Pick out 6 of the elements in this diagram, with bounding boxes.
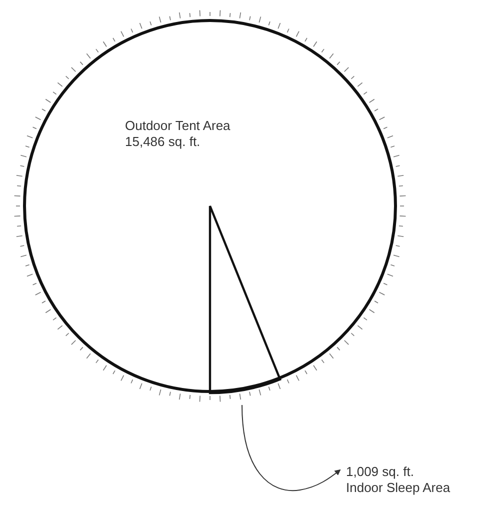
area-value: 1,009 sq. ft. [346,464,414,480]
area-value: 15,486 sq. ft. [125,134,200,150]
wedge-segment [208,204,282,394]
leader-line [242,404,341,492]
area-name: Outdoor Tent Area [125,118,230,134]
area-name: Indoor Sleep Area [346,480,450,496]
